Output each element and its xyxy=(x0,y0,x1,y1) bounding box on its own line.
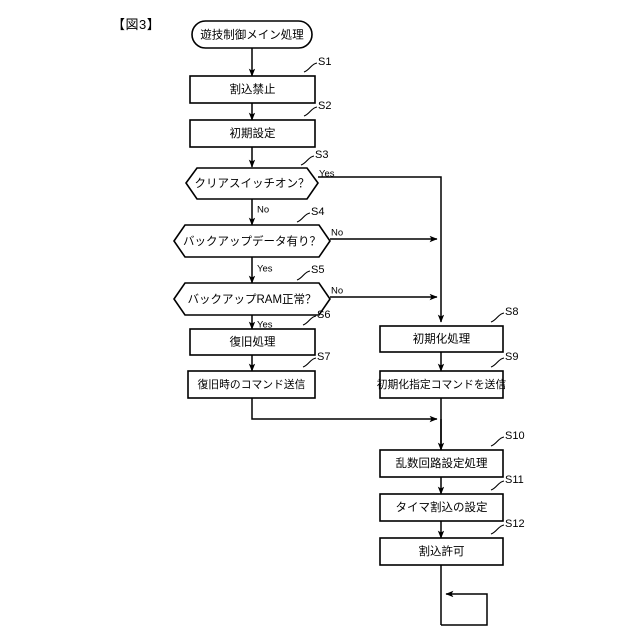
node-s11[interactable]: タイマ割込の設定 xyxy=(379,493,504,522)
step-label-s5: S5 xyxy=(311,264,324,276)
node-s3[interactable]: クリアスイッチオン？ xyxy=(185,167,319,200)
step-label-s2: S2 xyxy=(318,100,331,112)
node-s4-label: バックアップデータ有り？ xyxy=(183,234,321,248)
step-label-s12-group: S12 xyxy=(490,518,525,535)
node-start-label: 遊技制御メイン処理 xyxy=(200,28,304,42)
node-s6-label: 復旧処理 xyxy=(230,335,276,349)
node-s9-label: 初期化指定コマンドを送信 xyxy=(377,377,507,391)
node-s3-label: クリアスイッチオン？ xyxy=(195,177,310,190)
connector-s3-yes-to-trunk xyxy=(318,176,445,323)
step-label-s6-group: S6 xyxy=(302,309,330,326)
node-s1-label: 割込禁止 xyxy=(230,82,276,96)
step-label-s11: S11 xyxy=(505,474,524,486)
step-label-s9-group: S9 xyxy=(490,351,518,368)
node-s6[interactable]: 復旧処理 xyxy=(189,328,316,356)
connector-group xyxy=(248,48,488,626)
branch-label-s5-yes: Yes xyxy=(257,320,273,331)
node-s11-label: タイマ割込の設定 xyxy=(396,500,488,514)
branch-label-s3-yes: Yes xyxy=(319,169,335,180)
step-label-s7-group: S7 xyxy=(302,351,330,368)
step-label-s4: S4 xyxy=(311,206,324,218)
step-label-s12: S12 xyxy=(505,518,525,530)
step-label-s5-group: S5 xyxy=(296,264,324,281)
node-s7[interactable]: 復旧時のコマンド送信 xyxy=(187,370,316,399)
node-s8-label: 初期化処理 xyxy=(413,332,471,346)
step-label-s4-group: S4 xyxy=(296,206,324,223)
step-label-s10-group: S10 xyxy=(490,430,525,447)
step-label-s1: S1 xyxy=(318,56,331,68)
figure-number-label: 【図3】 xyxy=(112,17,161,32)
branch-label-s5-no: No xyxy=(331,286,343,297)
node-s5-label: バックアップRAM正常？ xyxy=(187,293,316,306)
node-s4[interactable]: バックアップデータ有り？ xyxy=(173,224,331,258)
node-s2[interactable]: 初期設定 xyxy=(189,119,316,148)
step-label-s2-group: S2 xyxy=(303,100,331,117)
branch-label-s4-no: No xyxy=(331,228,343,239)
step-label-s8-group: S8 xyxy=(490,306,518,323)
step-label-s10: S10 xyxy=(505,430,525,442)
step-label-s11-group: S11 xyxy=(490,474,524,491)
step-label-s8: S8 xyxy=(505,306,518,318)
node-s1[interactable]: 割込禁止 xyxy=(189,75,316,104)
node-s10[interactable]: 乱数回路設定処理 xyxy=(379,449,504,478)
node-s7-label: 復旧時のコマンド送信 xyxy=(198,377,306,391)
node-s8[interactable]: 初期化処理 xyxy=(379,325,504,353)
step-label-s6: S6 xyxy=(317,309,330,321)
step-label-s3: S3 xyxy=(315,149,328,161)
node-s12[interactable]: 割込許可 xyxy=(379,537,504,566)
node-s12-label: 割込許可 xyxy=(419,544,465,558)
connector-infinite-loop xyxy=(441,590,488,626)
node-s10-label: 乱数回路設定処理 xyxy=(396,456,488,470)
node-s5[interactable]: バックアップRAM正常？ xyxy=(173,282,331,316)
node-start[interactable]: 遊技制御メイン処理 xyxy=(191,20,313,49)
step-label-s1-group: S1 xyxy=(303,56,331,73)
step-label-s9: S9 xyxy=(505,351,518,363)
step-label-s3-group: S3 xyxy=(300,149,328,166)
branch-label-s4-yes: Yes xyxy=(257,264,273,275)
connector-s7-to-trunk xyxy=(251,398,438,423)
step-label-s7: S7 xyxy=(317,351,330,363)
node-s9[interactable]: 初期化指定コマンドを送信 xyxy=(377,370,507,399)
branch-label-s3-no: No xyxy=(257,205,269,216)
node-s2-label: 初期設定 xyxy=(230,126,276,140)
